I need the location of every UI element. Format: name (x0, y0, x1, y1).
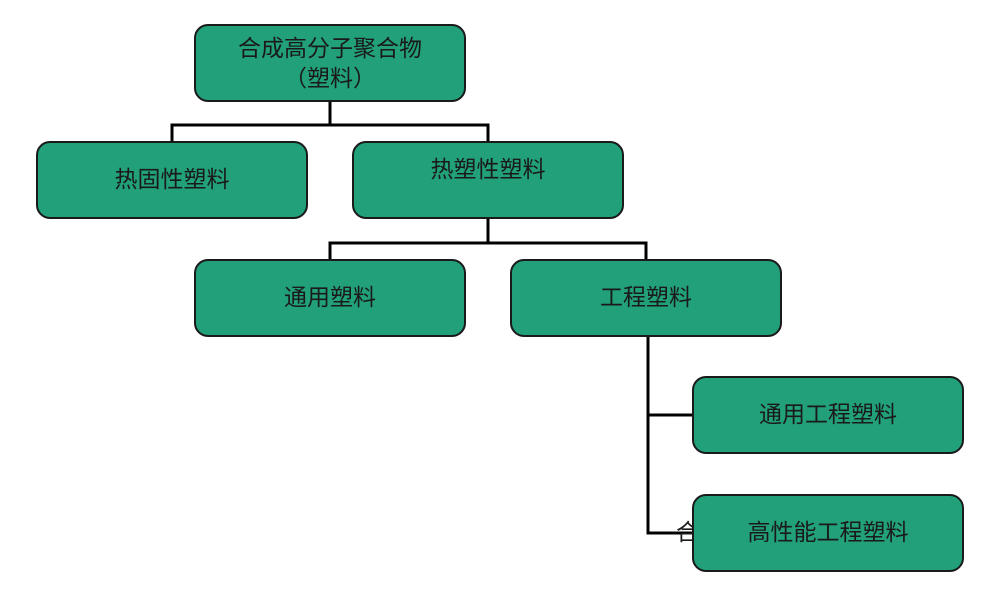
node-thermoplastic-label: 热塑性塑料 (430, 157, 546, 183)
node-general-plastic-label: 通用塑料 (284, 285, 376, 311)
node-engineering-plastic-label: 工程塑料 (600, 285, 692, 311)
node-general-plastic: 通用塑料 (194, 259, 466, 337)
node-synthetic-polymer: 合成高分子聚合物 （塑料） (194, 24, 466, 102)
node-synthetic-polymer-sublabel: （塑料） (284, 66, 376, 92)
node-general-engineering-plastic: 通用工程塑料 (692, 376, 964, 454)
node-thermoset-plastic: 热固性塑料 (36, 141, 308, 219)
node-high-performance-engineering-plastic-label: 高性能工程塑料 (747, 520, 909, 546)
node-engineering-plastic: 工程塑料 (510, 259, 782, 337)
node-thermoplastic: 热塑性塑料 (352, 141, 624, 219)
node-synthetic-polymer-label: 合成高分子聚合物 (238, 36, 422, 62)
node-high-performance-engineering-plastic: 高性能工程塑料 (692, 494, 964, 572)
node-thermoset-plastic-label: 热固性塑料 (114, 167, 230, 193)
node-general-engineering-plastic-label: 通用工程塑料 (759, 402, 897, 428)
